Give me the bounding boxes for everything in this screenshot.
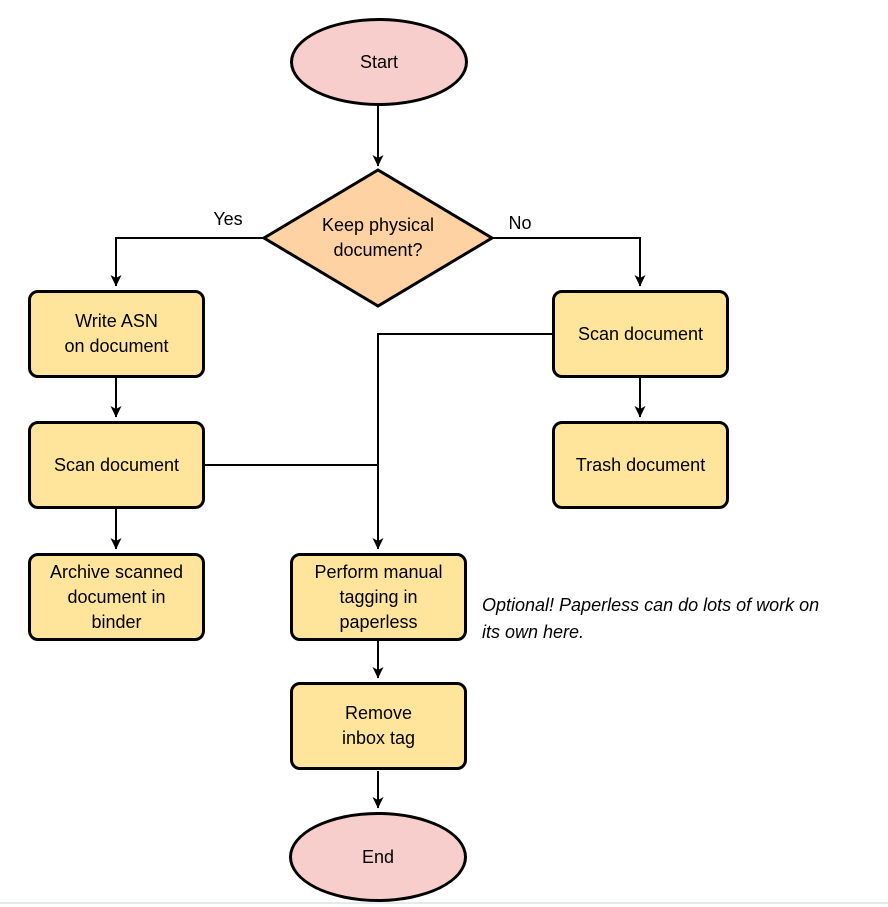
node-perform-manual-tagging: Perform manual tagging in paperless <box>290 553 467 641</box>
node-decision-label: Keep physical document? <box>321 215 435 260</box>
node-remove-inbox-tag: Remove inbox tag <box>290 682 467 770</box>
node-trash-label: Trash document <box>575 454 706 475</box>
optional-note: Optional! Paperless can do lots of work … <box>482 595 820 642</box>
node-archive-scanned-document: Archive scanned document in binder <box>28 553 205 641</box>
node-scan-left-label: Scan document <box>53 454 180 475</box>
node-scan-document-right: Scan document <box>552 290 729 378</box>
edge-scan-right-to-tagging <box>372 333 552 550</box>
edge-label-yes: Yes <box>213 209 243 229</box>
node-decision-label-box: Keep physical document? <box>278 213 478 263</box>
node-tagging-label: Perform manual tagging in paperless <box>314 561 443 632</box>
node-write-asn-label: Write ASN on document <box>64 311 169 356</box>
node-start-label: Start <box>359 51 398 72</box>
canvas-bottom-border <box>0 902 888 904</box>
node-start: Start <box>290 18 468 106</box>
decision-diamond-shape <box>261 168 495 308</box>
node-scan-right-label: Scan document <box>577 323 704 344</box>
edge-decision-yes-to-write-asn <box>110 237 265 287</box>
node-trash-document: Trash document <box>552 421 729 509</box>
node-end-label: End <box>361 846 395 867</box>
edge-decision-no-to-scan-right <box>492 237 646 287</box>
node-end: End <box>289 812 467 902</box>
node-write-asn-on-document: Write ASN on document <box>28 290 205 378</box>
edge-label-no: No <box>508 213 532 233</box>
node-scan-document-left: Scan document <box>28 421 205 509</box>
node-remove-inbox-label: Remove inbox tag <box>341 703 416 748</box>
node-archive-label: Archive scanned document in binder <box>49 561 184 632</box>
